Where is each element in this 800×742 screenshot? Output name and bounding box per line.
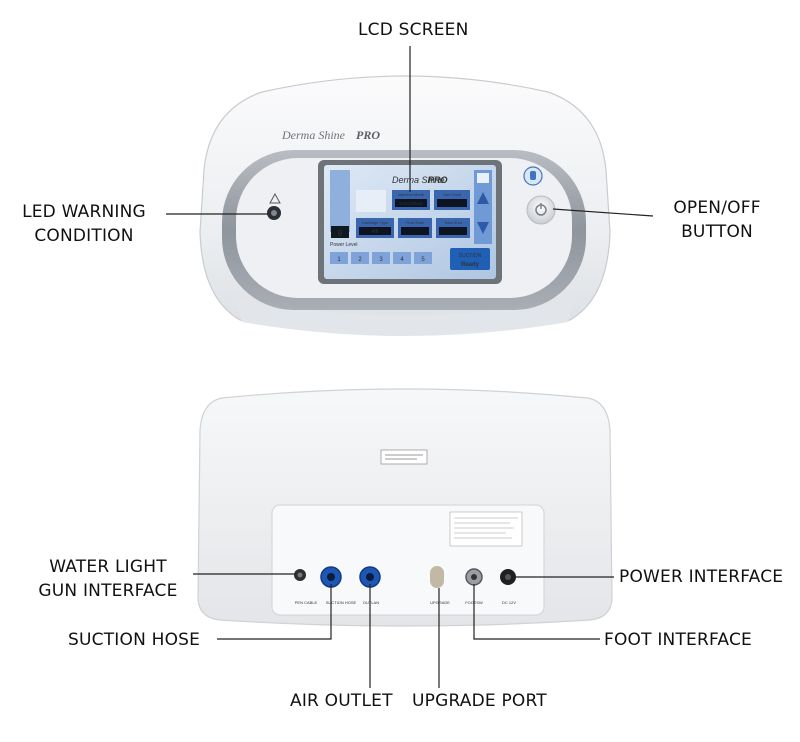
one-once-label: One Once [443,192,462,197]
front-device: Derma Shine PRO 9 Power Level Injection … [199,75,611,336]
callout-lcd-screen: LCD SCREEN [358,20,469,40]
leader-openoff [552,208,654,217]
power-button [526,195,556,225]
port-label-pen-cable: PEN CABLE [295,600,318,605]
lcd-screen: Derma Shine PRO 9 Power Level Injection … [318,160,502,284]
back-spec-label [449,511,523,547]
upgrade-port [430,566,444,588]
injection-mode-value: Cont.(Slow) [399,201,423,206]
callout-open-off: OPEN/OFF BUTTON [662,198,772,242]
port-label-suction-hose: SUCTION HOSE [326,600,357,605]
suction-ready-button [450,248,490,270]
cartridge-type-value: 4/5 [372,229,379,235]
callout-air-outlet: AIR OUTLET [290,691,393,711]
screen-tab-1: 1 [337,257,341,263]
brand-logo: Derma Shine [281,128,346,142]
callout-suction-hose: SUCTION HOSE [68,630,201,650]
callout-led-warning-line1: LED WARNING [22,202,146,222]
screen-tab-3: 3 [379,257,383,263]
port-label-outlan: OUTLAN [363,600,379,605]
port-label-upgrade: UPGRADE [430,600,450,605]
screen-tab-2: 2 [358,257,362,263]
screen-tab-4: 4 [400,257,404,263]
screen-tabs: 1 2 3 4 5 [330,252,432,264]
leader-suction-hose [217,584,332,640]
screen-brand: Derma Shine [392,175,445,185]
power-level-value: 9 [338,229,343,238]
power-level-label: Power Level [330,242,358,248]
callout-water-light-line1: WATER LIGHT [49,557,167,577]
total-shot-label: Total Shot [444,220,463,225]
model-logo: PRO [356,128,380,142]
screen-model: PRO [428,175,448,185]
callout-water-light-line2: GUN INTERFACE [38,581,178,601]
back-device: PEN CABLE SUCTION HOSE OUTLAN UPGRADE FO… [197,388,613,627]
port-label-dc: DC 12V [502,600,516,605]
callout-foot-interface: FOOT INTERFACE [604,630,752,650]
back-sticker [380,449,428,465]
leader-foot [473,584,600,640]
front-shell-bottom [236,300,574,336]
callout-water-light: WATER LIGHT GUN INTERFACE [28,557,188,601]
callout-upgrade-port: UPGRADE PORT [412,691,547,711]
suction-label: SUCTION [459,253,482,259]
flow-rate-label: Flow Rate [406,220,425,225]
injection-mode-label: Injection Mode [398,192,425,197]
callout-open-off-line1: OPEN/OFF [673,198,761,218]
screen-tab-5: 5 [421,257,425,263]
callout-led-warning-line2: CONDITION [34,226,134,246]
cartridge-type-label: Cartridge Type [362,220,389,225]
hand-logo-icon [523,166,543,186]
callout-open-off-line2: BUTTON [681,222,753,242]
led-warning-icon [267,192,281,220]
leader-lines [166,46,654,688]
callout-power-interface: POWER INTERFACE [619,567,784,587]
callout-led-warning: LED WARNING CONDITION [16,202,152,246]
suction-status: Ready [461,262,480,268]
